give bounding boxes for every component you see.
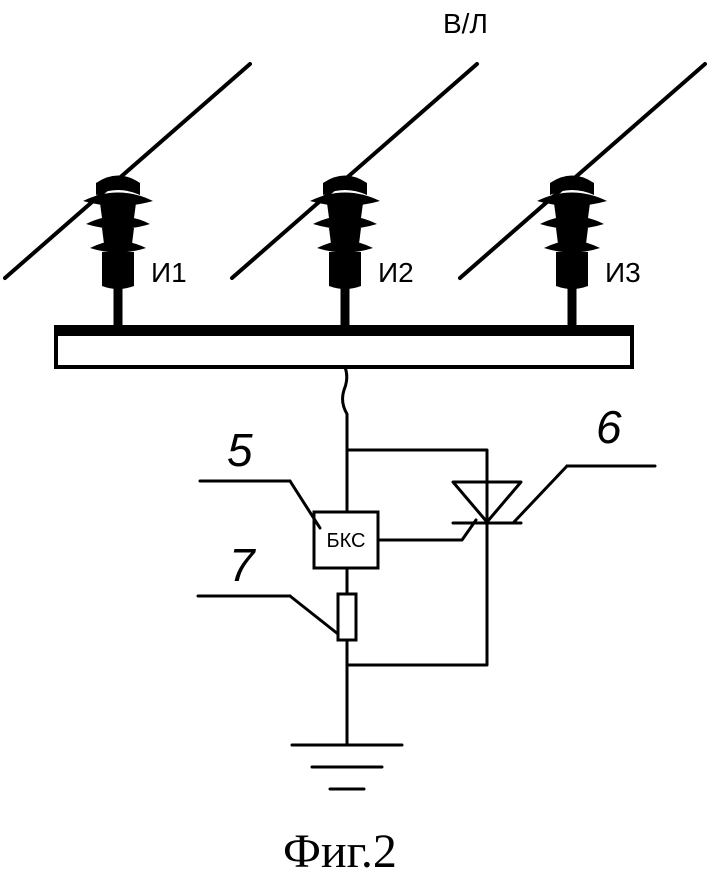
ground-symbol: [290, 743, 404, 791]
insulator-label-1: И1: [151, 257, 187, 288]
bks-block-label: БКС: [327, 530, 366, 552]
crossarm: [54, 325, 634, 369]
callout-label-5: 5: [227, 424, 253, 476]
insulator-label-3: И3: [605, 257, 641, 288]
conductor-3: [458, 62, 707, 280]
overhead-line-conductors: [3, 62, 707, 280]
callout-label-6: 6: [596, 401, 622, 453]
conductor-1: [3, 62, 252, 280]
callout-label-7: 7: [229, 539, 256, 591]
insulator-2: [310, 175, 380, 326]
callout-5: 5: [198, 424, 322, 530]
insulator-3: [537, 175, 607, 326]
line-label: В/Л: [443, 8, 488, 39]
figure-caption: Фиг.2: [283, 825, 397, 878]
callout-7: 7: [196, 539, 340, 636]
bks-block: [312, 510, 380, 570]
callout-6: 6: [512, 401, 657, 524]
insulator-label-2: И2: [378, 257, 414, 288]
conductor-2: [230, 62, 479, 280]
insulator-1: [83, 175, 153, 326]
resistor-7: [336, 592, 358, 642]
circuit-wiring: [341, 365, 489, 747]
control-wire: [376, 518, 478, 542]
thyristor-6: [451, 480, 523, 525]
top-branch-wire: [345, 448, 489, 667]
down-wire: [341, 365, 349, 514]
